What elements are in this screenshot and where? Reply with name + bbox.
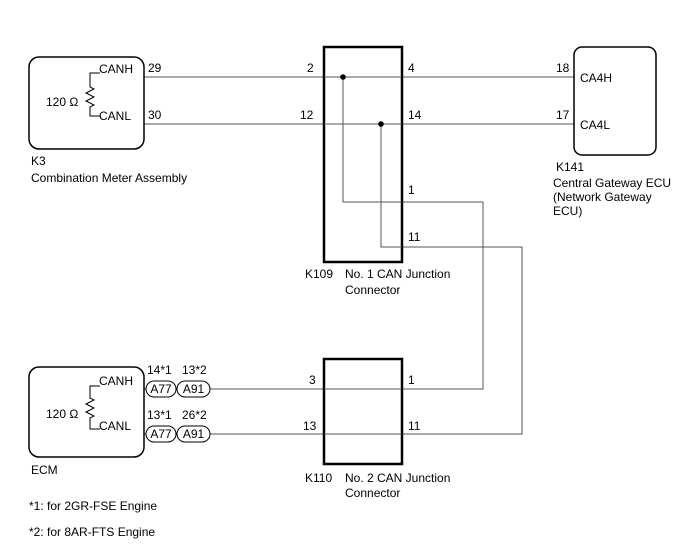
k110-name-line1: No. 2 CAN Junction (345, 471, 450, 485)
k3-canh-label: CANH (99, 62, 133, 76)
ecm-connector-a77-canh-label: A77 (150, 382, 172, 396)
k110-id: K110 (305, 471, 332, 485)
k141-pin-17: 17 (556, 108, 570, 122)
k109-pin-14: 14 (408, 108, 422, 122)
footnote-1: *1: for 2GR-FSE Engine (29, 499, 157, 513)
k141-central-gateway-ecu: CA4H CA4L 18 17 K141 Central Gateway ECU… (553, 46, 671, 218)
k109-junction-connector: 2 12 4 14 1 11 K109 No. 1 CAN Junction C… (300, 45, 450, 297)
k3-combination-meter: 120 Ω CANH CANL 29 30 K3 Combination Met… (28, 56, 187, 185)
wire-k109-k110-pin1 (402, 201, 484, 390)
ecm-resistor-icon (84, 385, 100, 430)
ecm-resistor-label: 120 Ω (46, 407, 78, 421)
k3-canl-label: CANL (99, 109, 131, 123)
k109-pin-4: 4 (408, 61, 415, 75)
k109-id: K109 (305, 267, 333, 281)
k141-ca4l-label: CA4L (580, 118, 610, 132)
k110-box (322, 357, 404, 466)
k110-junction-connector: 3 13 1 11 K110 No. 2 CAN Junction Connec… (303, 357, 450, 500)
k109-name-line2: Connector (345, 283, 400, 297)
k141-name-line3: ECU) (553, 204, 582, 218)
k141-name-line2: (Network Gateway (553, 190, 652, 204)
k109-name-line1: No. 1 CAN Junction (345, 267, 450, 281)
k3-pin-canh: 29 (148, 61, 162, 75)
ecm-connector-a91-canh (176, 380, 211, 398)
k109-pin-11: 11 (408, 230, 421, 244)
ecm-connector-a77-canl-label: A77 (150, 427, 172, 441)
ecm-pin-canh-1: 14*1 (147, 363, 172, 377)
k141-box (573, 46, 657, 156)
ecm-canl-label: CANL (99, 419, 131, 433)
ecm-id: ECM (31, 463, 58, 477)
k110-pin-11: 11 (408, 419, 421, 433)
k141-ca4h-label: CA4H (580, 71, 612, 85)
ecm: 120 Ω CANH CANL 14*1 13*2 13*1 26*2 A77 … (28, 363, 211, 477)
k109-box (322, 45, 404, 264)
ecm-connector-a91-canl (176, 425, 211, 443)
k3-id: K3 (31, 154, 46, 168)
ecm-connector-a91-canl-label: A91 (183, 427, 205, 441)
k3-name: Combination Meter Assembly (31, 171, 187, 185)
k109-splice-canl (378, 121, 384, 127)
ecm-connector-a91-canh-label: A91 (183, 382, 205, 396)
ecm-pin-canh-2: 13*2 (182, 363, 207, 377)
k109-splice-canh (340, 74, 346, 80)
k110-pin-3: 3 (309, 373, 316, 387)
ecm-connector-a77-canl (145, 425, 177, 443)
k141-pin-18: 18 (556, 61, 570, 75)
ecm-pin-canl-2: 26*2 (182, 408, 207, 422)
footnotes: *1: for 2GR-FSE Engine *2: for 8AR-FTS E… (29, 499, 157, 539)
wire-k109-k110-pin11 (402, 246, 523, 435)
k110-pin-1: 1 (408, 373, 415, 387)
footnote-2: *2: for 8AR-FTS Engine (29, 525, 155, 539)
k109-pin-12: 12 (300, 108, 314, 122)
ecm-pin-canl-1: 13*1 (147, 408, 172, 422)
k141-id: K141 (556, 160, 584, 174)
k3-box (28, 56, 145, 150)
ecm-canh-label: CANH (99, 374, 133, 388)
k109-internal-pin1 (342, 77, 402, 203)
k109-pin-1: 1 (408, 183, 415, 197)
k109-internal-pin11 (380, 124, 402, 248)
k3-pin-canl: 30 (148, 108, 162, 122)
k110-name-line2: Connector (345, 486, 400, 500)
k3-resistor-label: 120 Ω (46, 95, 78, 109)
k3-resistor-icon (84, 72, 100, 117)
k110-pin-13: 13 (303, 419, 317, 433)
k109-pin-2: 2 (307, 61, 314, 75)
ecm-connector-a77-canh (145, 380, 177, 398)
k141-name-line1: Central Gateway ECU (553, 176, 671, 190)
